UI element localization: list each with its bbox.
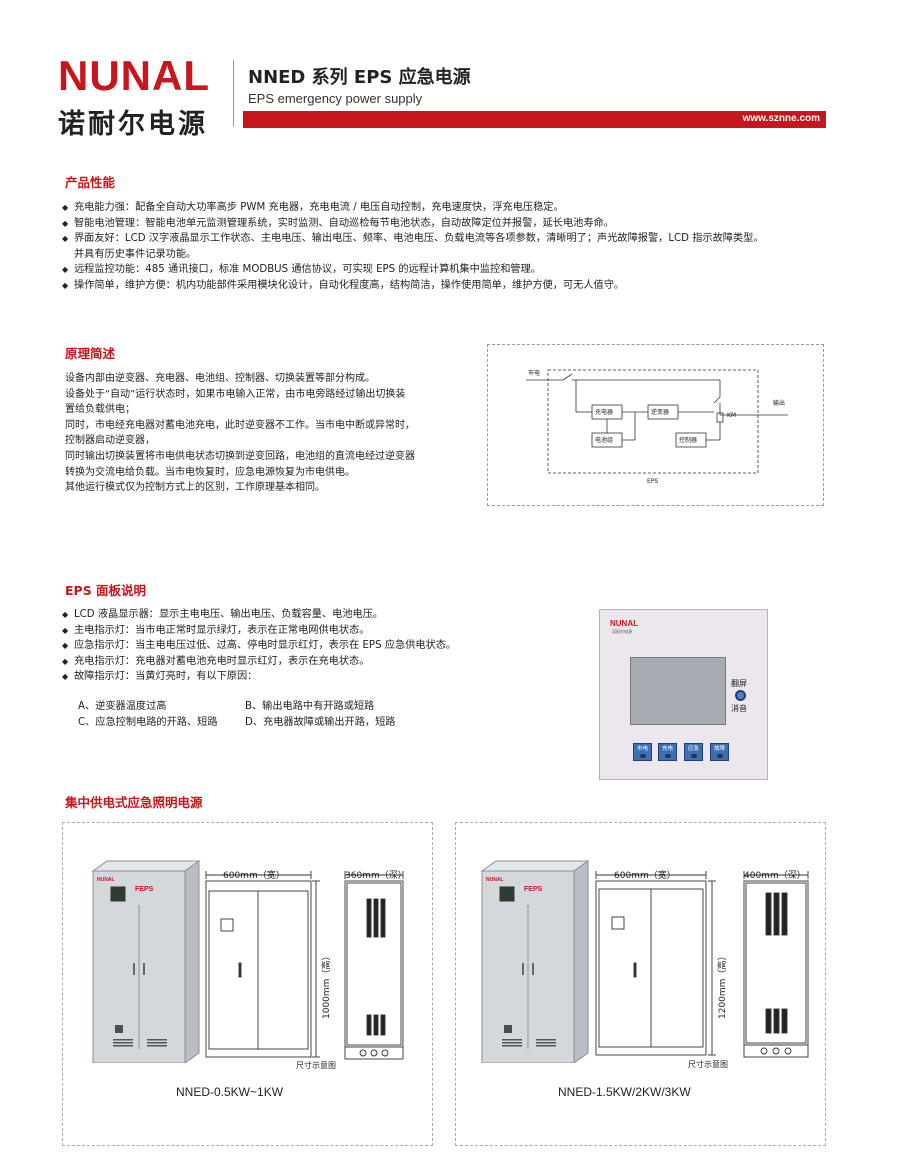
header-red-bar: www.sznne.com <box>243 111 826 128</box>
km-switch <box>713 396 721 404</box>
section-title-panel: EPS 面板说明 <box>65 583 147 598</box>
section-title-principle: 原理简述 <box>65 346 116 361</box>
cause-a: A、逆变器温度过高 <box>78 701 167 712</box>
panel-item: 主电指示灯：当市电正常时显示绿灯，表示在正常电网供电状态。 <box>62 623 582 639</box>
logo-wordmark: NUNAL <box>58 52 210 99</box>
feature-item: 充电能力强：配备全自动大功率高步 PWM 充电器，充电电流 / 电压自动控制，充… <box>62 200 842 216</box>
label-km: KM <box>727 412 736 419</box>
schematic-svg: 市电 输出 充电器 逆变器 电池组 控制器 KM EPS <box>526 369 788 485</box>
indicator-fault: 故障 <box>710 743 729 761</box>
side-view <box>344 871 404 1060</box>
principle-line: 控制器启动逆变器， <box>65 435 155 447</box>
principle-line: 置给负载供电； <box>65 404 135 416</box>
page-title: NNED 系列 EPS 应急电源 <box>248 67 471 88</box>
label-eps: EPS <box>647 478 658 485</box>
principle-line: 转换为交流电给负载。当市电恢复时，应急电源恢复为市电供电。 <box>65 466 355 478</box>
label-inverter: 逆变器 <box>651 408 669 416</box>
feature-item: 界面友好：LCD 汉字液晶显示工作状态、主电电压、输出电压、频率、电池电压、负载… <box>62 231 842 247</box>
product-2-drawing: NUNAL FEPS <box>480 860 809 1063</box>
mute-label: 消音 <box>731 704 747 713</box>
schematic-diagram: 市电 输出 充电器 逆变器 电池组 控制器 KM EPS <box>487 344 824 506</box>
principle-line: 设备内部由逆变器、充电器、电池组、控制器、切换装置等部分构成。 <box>65 373 375 384</box>
brand-logo: NUNAL 诺耐尔电源 <box>58 52 228 141</box>
panel-item: LCD 液晶显示器：显示主电电压、输出电压、负载容量、电池电压。 <box>62 607 582 623</box>
feature-item: 并具有历史事件记录功能。 <box>74 248 197 260</box>
website-url[interactable]: www.sznne.com <box>742 113 820 124</box>
eps-enclosure <box>547 369 759 474</box>
principle-line: 同时输出切换装置将市电供电状态切换到逆变回路，电池组的直流电经过逆变器 <box>65 450 415 462</box>
flip-label: 翻屏 <box>731 679 747 688</box>
dimension-caption: 尺寸示意图 <box>688 1060 728 1069</box>
principle-line: 同时，市电经充电器对蓄电池充电，此时逆变器不工作。当市电中断或异常时， <box>65 419 415 431</box>
principle-line: 设备处于“自动”运行状态时，如果市电输入正常，由市电旁路经过输出切换装 <box>65 388 406 400</box>
indicator-mains: 市电 <box>633 743 652 761</box>
cause-b: B、输出电路中有开路或短路 <box>245 701 375 712</box>
indicator-label: 应急 <box>687 746 699 752</box>
side-view <box>743 871 809 1058</box>
cabinet-photo: NUNAL FEPS <box>91 860 201 1063</box>
panel-item: 应急指示灯：当主电电压过低、过高、停电时显示红灯，表示在 EPS 应急供电状态。 <box>62 638 582 654</box>
height-dimension: 1000mm（高） <box>322 951 332 1019</box>
svg-text:NUNAL: NUNAL <box>97 877 115 883</box>
product-card-2: NUNAL FEPS <box>455 822 826 1146</box>
dimension-caption: 尺寸示意图 <box>296 1061 336 1070</box>
svg-text:NUNAL: NUNAL <box>486 877 504 883</box>
logo-chinese: 诺耐尔电源 <box>58 109 208 140</box>
depth-dimension: 360mm（深） <box>345 871 407 881</box>
panel-list: LCD 液晶显示器：显示主电电压、输出电压、负载容量、电池电压。 主电指示灯：当… <box>62 607 582 685</box>
product-1-drawing: NUNAL FEPS <box>91 860 404 1063</box>
header-divider <box>233 60 234 126</box>
cause-c: C、应急控制电路的开路、短路 <box>78 717 218 728</box>
page-subtitle: EPS emergency power supply <box>248 91 423 106</box>
panel-item: 充电指示灯：充电器对蓄电池充电时显示红灯，表示在充电状态。 <box>62 654 582 670</box>
front-view <box>595 871 716 1056</box>
feps-label: FEPS <box>135 886 154 893</box>
cause-d: D、充电器故障或输出开路，短路 <box>245 717 396 728</box>
lcd-display <box>630 657 726 725</box>
feature-item: 远程监控功能：485 通讯接口，标准 MODBUS 通信协议，可实现 EPS 的… <box>62 262 842 278</box>
front-view <box>205 871 320 1058</box>
fault-causes: A、逆变器温度过高 B、输出电路中有开路或短路 C、应急控制电路的开路、短路 D… <box>78 699 438 731</box>
label-battery: 电池组 <box>595 436 613 444</box>
indicator-label: 充电 <box>661 746 673 752</box>
mains-switch <box>562 373 573 381</box>
panel-item: 故障指示灯：当黄灯亮时，有以下原因： <box>62 669 582 685</box>
section-title-features: 产品性能 <box>65 175 116 190</box>
label-mains: 市电 <box>528 369 540 377</box>
flip-mute-button[interactable] <box>735 690 746 701</box>
indicator-emergency: 应急 <box>684 743 703 761</box>
indicator-label: 市电 <box>636 746 648 752</box>
principle-text: 设备内部由逆变器、充电器、电池组、控制器、切换装置等部分构成。 设备处于“自动”… <box>65 371 475 496</box>
principle-line: 其他运行模式仅为控制方式上的区别，工作原理基本相同。 <box>65 482 325 494</box>
section-title-products: 集中供电式应急照明电源 <box>65 795 203 810</box>
model-name: NNED-1.5KW/2KW/3KW <box>558 1085 691 1099</box>
product-card-1: NUNAL FEPS <box>62 822 433 1146</box>
feps-label: FEPS <box>524 886 543 893</box>
width-dimension: 600mm（宽） <box>223 871 285 881</box>
height-dimension: 1200mm（高） <box>718 951 728 1019</box>
cabinet-photo: NUNAL FEPS <box>480 860 590 1063</box>
panel-logo: NUNAL <box>610 619 638 628</box>
depth-dimension: 400mm（深） <box>744 871 806 881</box>
indicator-label: 故障 <box>713 746 725 752</box>
feature-item: 操作简单，维护方便：机内功能部件采用模块化设计，自动化程度高，结构简洁，操作使用… <box>62 278 842 294</box>
feature-item: 智能电池管理：智能电池单元监测管理系统，实时监测、自动巡检每节电池状态，自动故障… <box>62 216 842 232</box>
width-dimension: 600mm（宽） <box>614 871 676 881</box>
label-output: 输出 <box>773 399 785 407</box>
indicator-charging: 充电 <box>658 743 677 761</box>
model-name: NNED-0.5KW~1KW <box>176 1085 284 1099</box>
label-charger: 充电器 <box>595 408 613 416</box>
label-controller: 控制器 <box>679 436 697 444</box>
feature-list: 充电能力强：配备全自动大功率高步 PWM 充电器，充电电流 / 电压自动控制，充… <box>62 200 842 293</box>
panel-logo-cn: 诺耐尔电源 <box>612 629 632 634</box>
eps-front-panel: NUNAL 诺耐尔电源 翻屏 消音 市电 充电 应急 故障 <box>599 609 768 780</box>
